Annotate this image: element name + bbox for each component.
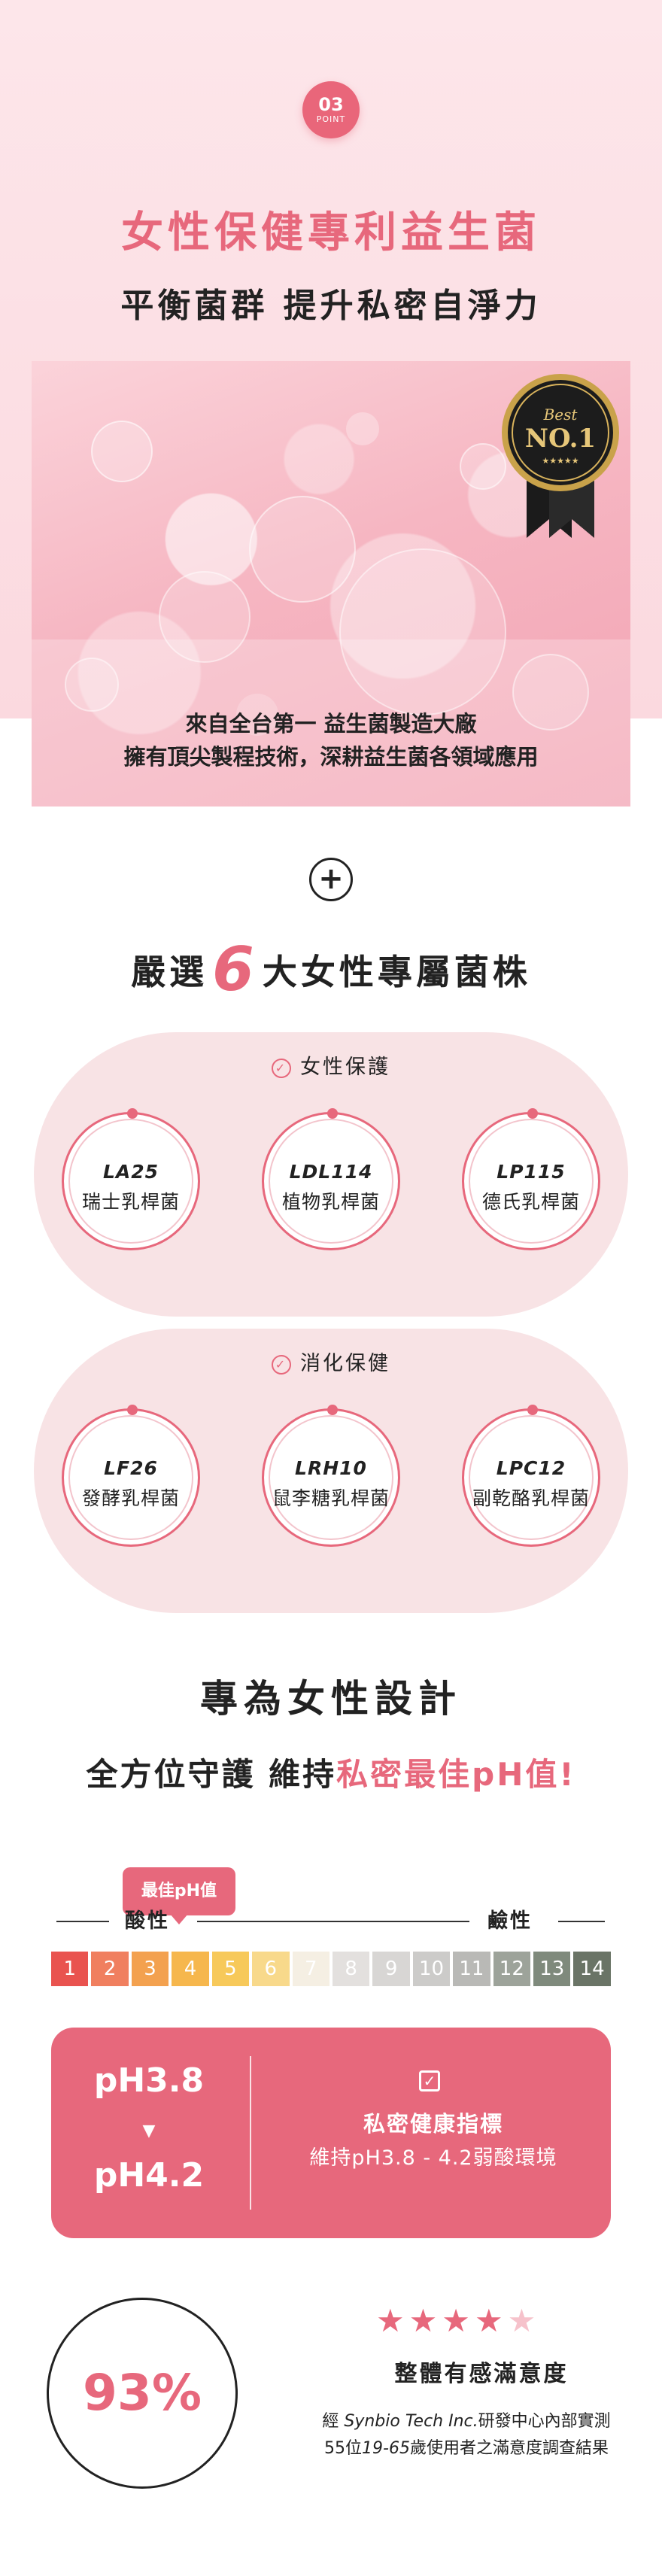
note2-age-range: 19-65 [362, 2439, 410, 2458]
strain-name: 發酵乳桿菌 [81, 1487, 180, 1509]
scale-line-middle [197, 1921, 469, 1922]
hero-caption: 來自全台第一 益生菌製造大廠 擁有頂尖製程技術，深耕益生菌各領域應用 [32, 707, 630, 773]
page-title: 女性保健專利益生菌 [121, 208, 541, 257]
strain-name: 德氏乳桿菌 [481, 1191, 580, 1213]
point-label: POINT [316, 114, 346, 124]
strain-code: LPC12 [496, 1457, 566, 1479]
strain-circle: LPC12 副乾酪乳桿菌 [462, 1405, 600, 1547]
strains-title-number: 6 [212, 934, 258, 1004]
ph-scale-cell: 7 [292, 1952, 329, 1986]
ph-box-title: 私密健康指標 [363, 2111, 503, 2137]
strain-code: LA25 [102, 1161, 159, 1183]
strain-dot-icon [327, 1108, 338, 1119]
strain-dot-icon [527, 1405, 538, 1415]
ph-scale-cell: 8 [332, 1952, 370, 1986]
strain-circle: LDL114 植物乳桿菌 [262, 1108, 400, 1250]
strain-dot-icon [127, 1108, 138, 1119]
design-subtitle-highlight: 私密最佳pH值 [336, 1756, 560, 1793]
strain-dot-icon [527, 1108, 538, 1119]
down-arrow-icon: ▼ [142, 2122, 156, 2140]
strains-title-before: 嚴選 [131, 952, 208, 992]
strain-dot-icon [127, 1405, 138, 1415]
note1-suffix: 研發中心內部實測 [478, 2412, 611, 2431]
strain-circle: LRH10 鼠李糖乳桿菌 [262, 1405, 400, 1547]
ph-box-description: 維持pH3.8 - 4.2弱酸環境 [309, 2146, 557, 2170]
ph-scale-cell: 10 [412, 1952, 451, 1986]
alkaline-label: 鹼性 [487, 1909, 533, 1933]
group-label-text: 女性保護 [300, 1056, 390, 1079]
scale-line-left [56, 1921, 109, 1922]
ph-scale-cell: 11 [453, 1952, 490, 1986]
hero-caption-line-2: 擁有頂尖製程技術，深耕益生菌各領域應用 [123, 744, 539, 770]
ph-box-divider [250, 2056, 251, 2210]
strain-code: LP115 [496, 1161, 566, 1183]
note1-prefix: 經 [322, 2412, 339, 2431]
best-ph-bubble: 最佳pH值 [123, 1867, 235, 1915]
design-subtitle: 全方位守護 維持私密最佳pH值! [0, 1749, 662, 1795]
check-circle-icon: ✓ [272, 1355, 291, 1375]
strain-code: LDL114 [289, 1161, 373, 1183]
satisfaction-note-line-1: 經 Synbio Tech Inc.研發中心內部實測 [286, 2407, 647, 2432]
ph-scale-cell: 3 [131, 1952, 169, 1986]
ph-scale-cell: 2 [91, 1952, 129, 1986]
strain-circle: LP115 德氏乳桿菌 [462, 1108, 600, 1250]
plus-icon: + [309, 858, 353, 901]
note2-suffix: 歲使用者之滿意度調查結果 [409, 2439, 609, 2458]
point-number: 03 [318, 94, 344, 115]
rating-stars: ★★★★★ [376, 2302, 540, 2339]
ph-scale-cell: 1 [51, 1952, 89, 1986]
strain-name: 副乾酪乳桿菌 [472, 1487, 590, 1509]
point-badge: 03 POINT [302, 81, 360, 138]
strains-title-after: 大女性專屬菌株 [262, 952, 531, 992]
satisfaction-title: 整體有感滿意度 [394, 2361, 569, 2387]
satisfaction-note-line-2: 55位19-65歲使用者之滿意度調查結果 [286, 2435, 647, 2459]
group-label-text: 消化保健 [300, 1352, 390, 1375]
medal-main-text: NO.1 [525, 424, 596, 454]
note1-company: Synbio Tech Inc. [344, 2412, 478, 2431]
design-subtitle-before: 全方位守護 維持 [86, 1756, 337, 1793]
page-subtitle: 平衡菌群 提升私密自淨力 [120, 287, 542, 325]
bubble-tail [170, 1914, 188, 1924]
ph-range-to: pH4.2 [93, 2156, 205, 2195]
checkbox-icon: ✓ [419, 2070, 440, 2091]
strain-circle: LF26 發酵乳桿菌 [62, 1405, 200, 1547]
strain-circle: LA25 瑞士乳桿菌 [62, 1108, 200, 1250]
ph-scale-cell: 9 [372, 1952, 410, 1986]
cell-bubbles-illustration [32, 412, 630, 807]
star-half-icon: ★ [507, 2302, 541, 2339]
strain-name: 鼠李糖乳桿菌 [272, 1487, 390, 1509]
design-title: 專為女性設計 [200, 1677, 462, 1721]
scale-line-right [558, 1921, 605, 1922]
strain-code: LRH10 [295, 1457, 367, 1479]
best-no1-medal-icon: Best NO.1 ★★★★★ [502, 374, 619, 538]
ph-scale-cell: 12 [493, 1952, 531, 1986]
ph-scale-cell: 14 [573, 1952, 611, 1986]
strain-name: 植物乳桿菌 [281, 1191, 380, 1213]
strain-name: 瑞士乳桿菌 [81, 1191, 180, 1213]
star-full-icons: ★★★★ [376, 2302, 508, 2339]
medal-stars: ★★★★★ [542, 456, 578, 466]
ph-range-from: pH3.8 [93, 2061, 205, 2100]
ph-scale-cell: 13 [533, 1952, 571, 1986]
note2-prefix: 55位 [324, 2439, 363, 2458]
design-subtitle-after: ! [559, 1756, 576, 1793]
ph-scale-cell: 5 [211, 1952, 250, 1986]
strain-dot-icon [327, 1405, 338, 1415]
strain-code: LF26 [104, 1457, 158, 1479]
ph-scale-cell: 6 [252, 1952, 290, 1986]
ph-info-box [51, 2028, 611, 2238]
medal-top-text: Best [543, 406, 578, 424]
check-circle-icon: ✓ [272, 1059, 291, 1078]
group-label-digestion: ✓ 消化保健 [0, 1347, 662, 1376]
group-label-protection: ✓ 女性保護 [0, 1050, 662, 1080]
hero-caption-line-1: 來自全台第一 益生菌製造大廠 [185, 711, 477, 737]
ph-scale-cell: 4 [172, 1952, 209, 1986]
acid-label: 酸性 [125, 1909, 170, 1933]
satisfaction-percent: 93% [47, 2298, 238, 2489]
